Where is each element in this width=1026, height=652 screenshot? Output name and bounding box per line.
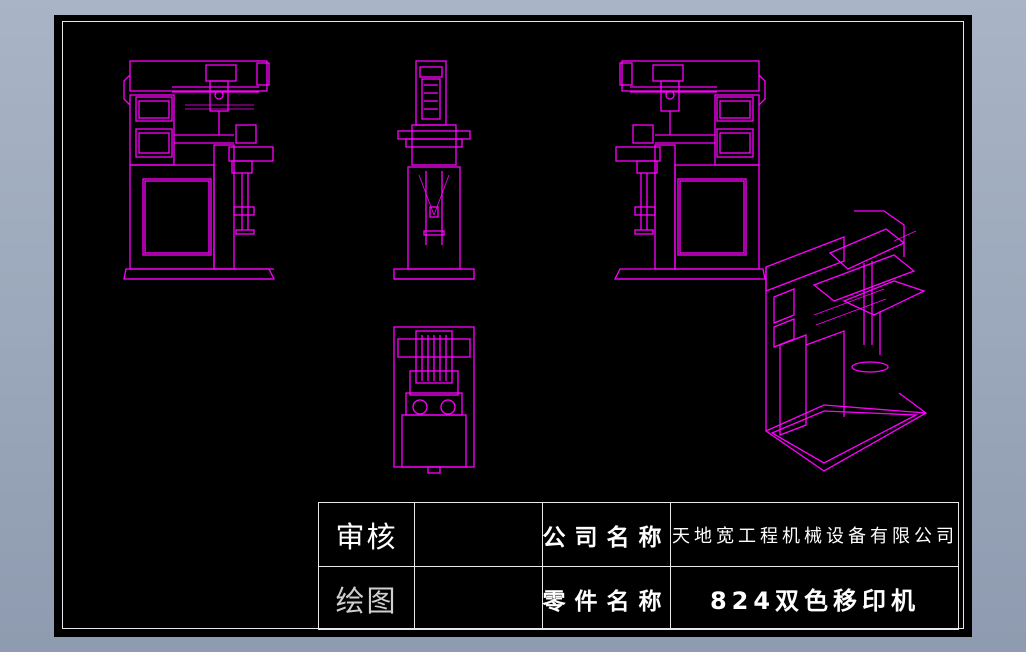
cad-drawing [123,60,928,474]
front-view-right [613,60,766,280]
drawing-sheet: 审核 公司名称 天地宽工程机械设备有限公司 绘图 零件名称 824双色移印机 [54,15,972,637]
title-block: 审核 公司名称 天地宽工程机械设备有限公司 绘图 零件名称 824双色移印机 [318,502,959,630]
title-block-divider [670,503,671,629]
title-block-divider [319,566,958,567]
part-label: 零件名称 [543,588,670,615]
title-block-divider [542,503,543,629]
top-view [393,326,475,474]
company-label: 公司名称 [543,524,670,551]
review-value [415,503,542,566]
review-label: 审核 [335,519,398,554]
part-name: 824双色移印机 [709,587,921,615]
draw-value [415,567,542,630]
side-view [393,60,475,280]
front-view-left [123,60,276,280]
company-name: 天地宽工程机械设备有限公司 [672,525,958,547]
draw-label: 绘图 [335,583,398,618]
isometric-view [765,210,928,472]
title-block-divider [414,503,415,629]
drawing-border [62,21,964,629]
